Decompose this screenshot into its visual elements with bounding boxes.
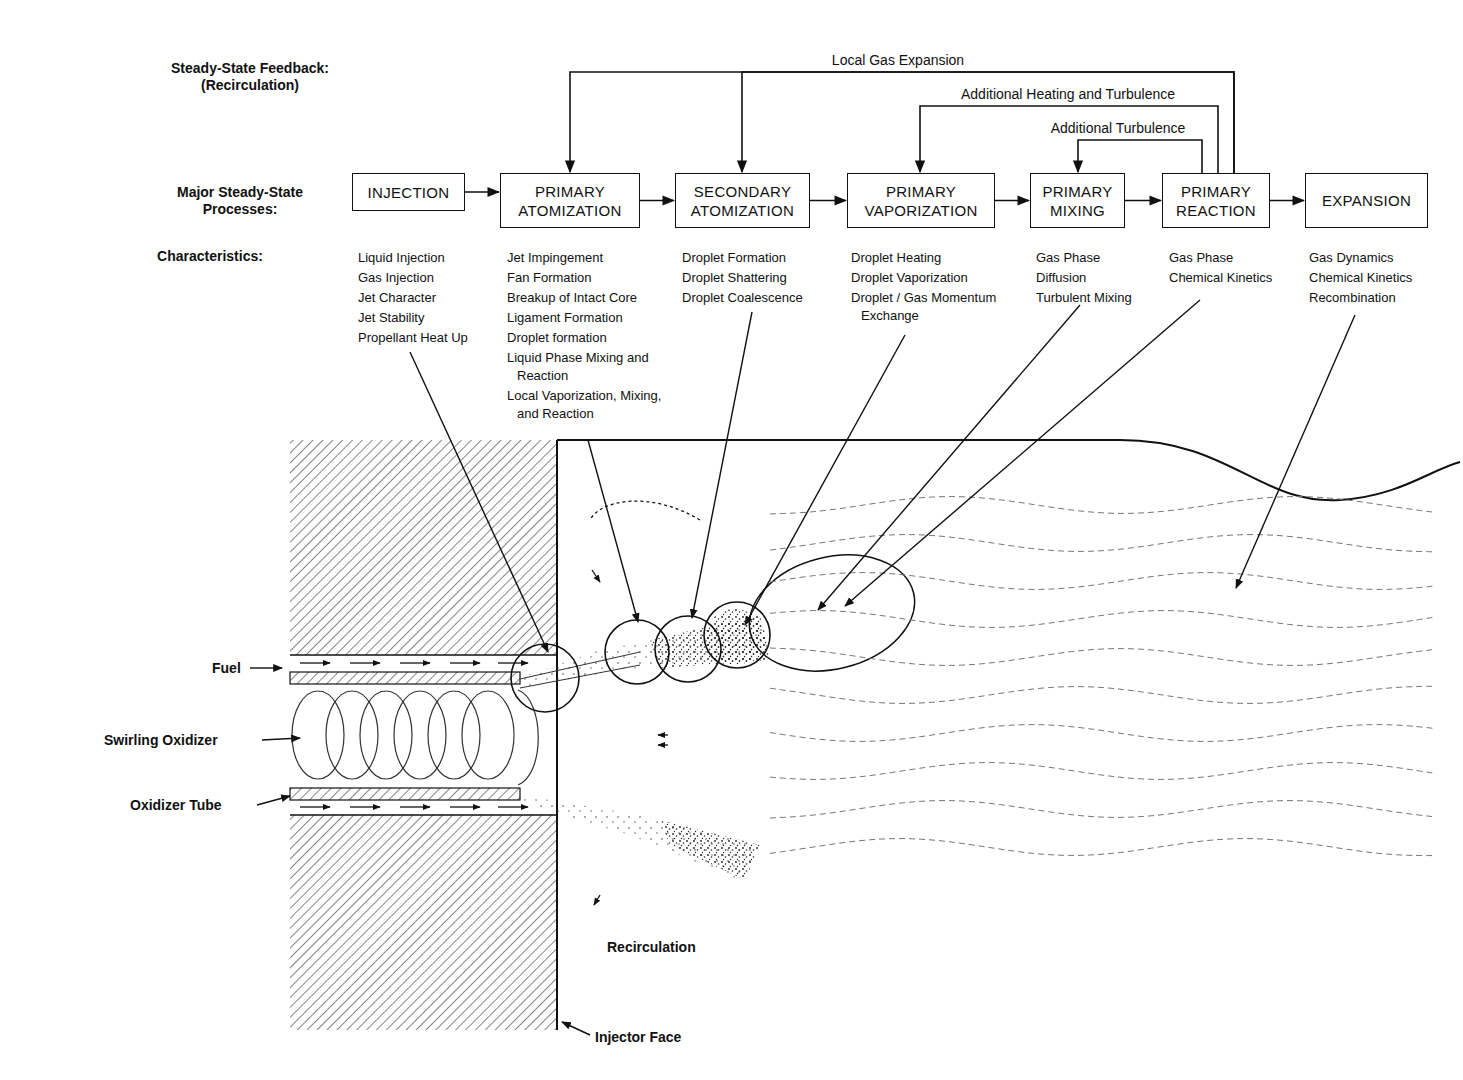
oxidizer-tube [290,788,520,800]
characteristic-item: Droplet formation [507,329,682,347]
characteristic-item: Turbulent Mixing [1036,289,1171,307]
streamline [770,686,1435,703]
process-title: INJECTION [368,183,450,202]
process-title: EXPANSION [1322,191,1411,210]
characteristic-item: Liquid Injection [358,249,518,267]
part-label: Recirculation [607,938,757,956]
characteristic-item: Breakup of Intact Core [507,289,682,307]
process-box: SECONDARY ATOMIZATION [675,173,810,228]
lower-spray [520,795,760,880]
chamber-wall [557,440,1460,500]
characteristic-item: Droplet Vaporization [851,269,1031,287]
process-arrow [1125,200,1161,202]
characteristic-item: Droplet Heating [851,249,1031,267]
characteristic-item: Recombination [1309,289,1459,307]
process-box: PRIMARY MIXING [1030,173,1125,228]
characteristic-item: Jet Character [358,289,518,307]
feedback-arrow [1078,140,1202,173]
process-arrow [640,200,674,202]
edge-label: Additional Turbulence [1049,120,1188,136]
process-arrow [465,191,499,193]
flow-arrows [300,663,528,807]
process-title: SECONDARY ATOMIZATION [682,182,803,220]
part-label: Injector Face [595,1028,745,1046]
streamline [770,611,1435,628]
characteristic-item: Local Vaporization, Mixing, and Reaction [507,387,682,423]
streamline [770,839,1435,856]
feedback-arrow [742,72,1234,173]
characteristic-item: Gas Phase [1036,249,1171,267]
streamline [770,725,1435,742]
characteristic-item: Jet Stability [358,309,518,327]
process-title: PRIMARY ATOMIZATION [507,182,633,220]
part-label: Oxidizer Tube [130,796,260,814]
process-zones [511,538,927,712]
characteristic-item: Liquid Phase Mixing and Reaction [507,349,682,385]
streamline [770,648,1435,665]
feedback-arrow [920,106,1218,173]
characteristic-item: Droplet Formation [682,249,852,267]
characteristic-item: Droplet / Gas Momentum Exchange [851,289,1031,325]
process-title: PRIMARY VAPORIZATION [854,182,988,220]
characteristic-item: Chemical Kinetics [1169,269,1309,287]
injector-block [290,815,557,1030]
edge-label: Additional Heating and Turbulence [959,86,1177,102]
streamline [770,573,1435,590]
process-box: PRIMARY ATOMIZATION [500,173,640,228]
part-label: Fuel [212,659,272,677]
process-arrow [995,200,1029,202]
process-box: EXPANSION [1305,173,1428,228]
characteristic-item: Gas Dynamics [1309,249,1459,267]
characteristic-item: Fan Formation [507,269,682,287]
edge-label: Local Gas Expansion [830,52,966,68]
row-heading: Major Steady-State Processes: [140,184,340,218]
leader-lines [250,300,1355,1035]
injector-face [556,440,558,1030]
process-arrow [810,200,846,202]
streamline [770,763,1435,780]
process-title: PRIMARY MIXING [1037,182,1118,220]
recirculation-arrows [590,501,700,905]
characteristic-item: Chemical Kinetics [1309,269,1459,287]
process-box: PRIMARY REACTION [1162,173,1270,228]
process-arrow [1270,200,1304,202]
streamline [770,497,1435,514]
row-heading: Characteristics: [150,248,270,265]
characteristic-item: Gas Injection [358,269,518,287]
process-box: INJECTION [352,173,465,211]
characteristic-item: Jet Impingement [507,249,682,267]
process-box: PRIMARY VAPORIZATION [847,173,995,228]
characteristic-item: Diffusion [1036,269,1171,287]
swirl-coils [292,690,538,785]
streamline [770,801,1435,818]
feedback-arrow [570,72,1234,173]
part-label: Swirling Oxidizer [104,731,264,749]
spray-sheet [520,609,770,688]
characteristic-item: Gas Phase [1169,249,1309,267]
characteristic-item: Droplet Shattering [682,269,852,287]
row-heading: Steady-State Feedback: (Recirculation) [140,60,360,94]
characteristic-item: Droplet Coalescence [682,289,852,307]
fuel-tube-wall [290,672,520,684]
injector-block [290,440,557,655]
process-title: PRIMARY REACTION [1169,182,1263,220]
characteristic-item: Ligament Formation [507,309,682,327]
characteristic-item: Propellant Heat Up [358,329,518,347]
